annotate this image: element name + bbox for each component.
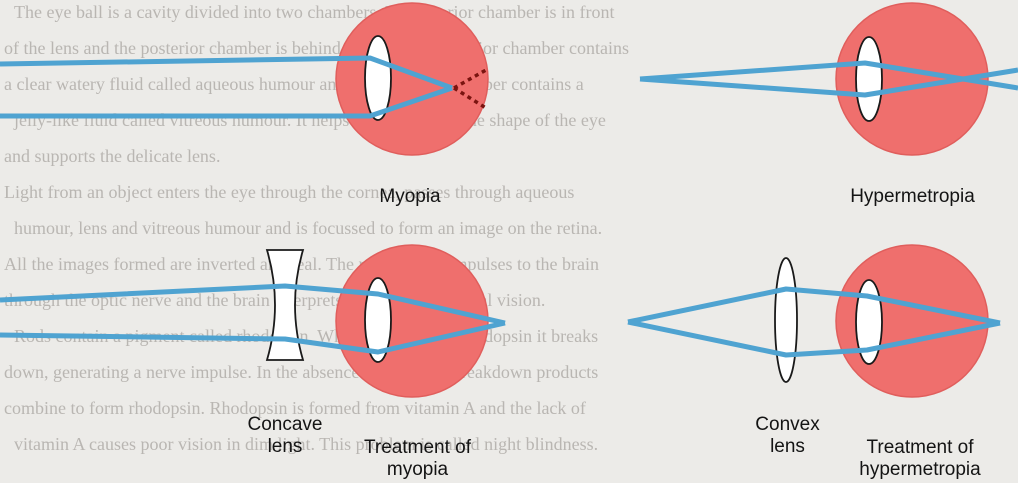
myopia-eyeball	[336, 3, 488, 155]
treatment-myopia-diagram	[0, 245, 505, 397]
concave-lens-label-line1: Concave	[230, 414, 340, 436]
treatment-hypermetropia-label: Treatment of hypermetropia	[840, 437, 1000, 481]
hypermetropia-eye-lens	[856, 37, 882, 121]
treatment-myopia-eyeball	[336, 245, 488, 397]
myopia-label: Myopia	[360, 186, 460, 208]
hypermetropia-diagram	[640, 3, 1018, 155]
treatment-hypermetropia-diagram	[628, 245, 1000, 397]
concave-lens-shape	[267, 250, 303, 360]
myopia-diagram	[0, 3, 488, 155]
treatment-myopia-label-line2: myopia	[345, 459, 490, 481]
treatment-hypermetropia-label-line2: hypermetropia	[840, 459, 1000, 481]
concave-lens-label-line2: lens	[230, 436, 340, 458]
convex-lens-label: Convex lens	[735, 414, 840, 458]
treatment-hypermetropia-label-line1: Treatment of	[840, 437, 1000, 459]
treatment-myopia-label-line1: Treatment of	[345, 437, 490, 459]
concave-lens-label: Concave lens	[230, 414, 340, 458]
convex-lens-label-line2: lens	[735, 436, 840, 458]
myopia-eye-lens	[365, 36, 391, 120]
treatment-myopia-label: Treatment of myopia	[345, 437, 490, 481]
convex-lens-shape	[775, 258, 797, 382]
convex-lens-label-line1: Convex	[735, 414, 840, 436]
hypermetropia-label: Hypermetropia	[835, 186, 990, 208]
